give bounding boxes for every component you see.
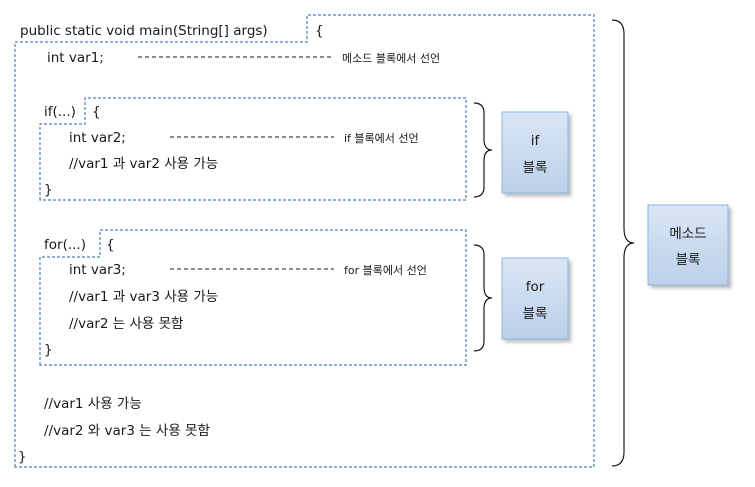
method-close-brace: } <box>18 449 27 465</box>
if-block-border <box>39 97 467 201</box>
if-label-line2: 블록 <box>523 160 548 176</box>
if-comment-1: //var1 과 var2 사용 가능 <box>69 156 218 172</box>
for-open-brace: { <box>106 237 115 253</box>
if-header: if(...) <box>44 104 76 120</box>
if-label-line1: if <box>531 133 541 149</box>
for-header: for(...) <box>44 237 86 253</box>
for-comment-2: //var2 는 사용 못함 <box>69 316 183 332</box>
var2-note: if 블록에서 선언 <box>344 132 419 145</box>
for-block-border <box>39 229 467 366</box>
if-close-brace: } <box>44 182 53 198</box>
var2-declaration: int var2; <box>69 130 126 146</box>
var3-note: for 블록에서 선언 <box>344 264 427 277</box>
var1-declaration: int var1; <box>47 50 104 66</box>
if-open-brace: { <box>92 104 101 120</box>
if-brace <box>473 102 493 198</box>
method-open-brace: { <box>315 23 324 39</box>
method-label-line2: 블록 <box>676 252 701 268</box>
for-label-line1: for <box>526 279 545 295</box>
for-brace <box>473 244 493 352</box>
var3-declaration: int var3; <box>69 262 126 278</box>
for-label-box: for 블록 <box>501 257 569 340</box>
if-label-box: if 블록 <box>501 111 569 194</box>
method-brace <box>611 19 635 467</box>
for-label-line2: 블록 <box>523 306 548 322</box>
var1-note: 메소드 블록에서 선언 <box>342 52 440 65</box>
method-signature: public static void main(String[] args) <box>20 23 268 39</box>
method-label-line1: 메소드 <box>669 226 706 242</box>
method-comment-2: //var2 와 var3 는 사용 못함 <box>44 423 210 439</box>
method-label-box: 메소드 블록 <box>647 204 729 286</box>
method-block-border <box>14 14 595 468</box>
for-close-brace: } <box>44 342 53 358</box>
method-comment-1: //var1 사용 가능 <box>44 396 142 412</box>
for-comment-1: //var1 과 var3 사용 가능 <box>69 289 218 305</box>
